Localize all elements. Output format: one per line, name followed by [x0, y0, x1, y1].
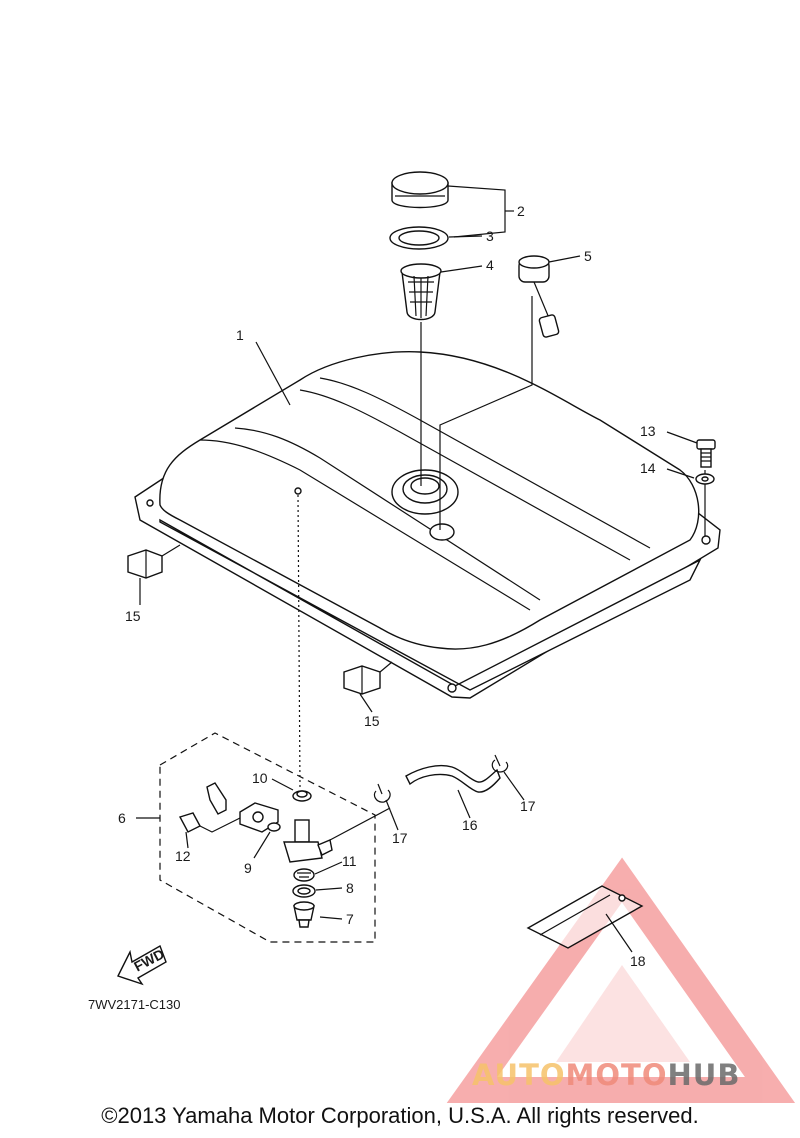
- fuel-cap: [391, 171, 449, 209]
- callout-6: 6: [118, 810, 126, 826]
- damper-pad-left: [127, 544, 181, 579]
- guide-line-drain: [297, 494, 301, 789]
- copyright-notice: ©2013 Yamaha Motor Corporation, U.S.A. A…: [101, 1103, 699, 1128]
- caution-label: [526, 885, 644, 949]
- callout-12: 12: [175, 848, 191, 864]
- watermark-logo: [446, 857, 796, 1103]
- watermark-text: AUTOMOTOHUB: [472, 1058, 740, 1092]
- callout-3: 3: [486, 228, 494, 244]
- callout-13: 13: [640, 423, 656, 439]
- callout-11: 11: [342, 853, 357, 869]
- callout-14: 14: [640, 460, 656, 476]
- fuel-cock: [283, 807, 391, 863]
- callout-4: 4: [486, 257, 494, 273]
- callout-18: 18: [630, 953, 646, 969]
- seal: [292, 790, 312, 802]
- fuel-tank: [134, 351, 721, 699]
- fuel-strainer: [400, 263, 442, 321]
- watermark-moto: MOTO: [565, 1058, 668, 1092]
- callout-15-right: 15: [364, 713, 380, 729]
- cap-gasket: [389, 226, 449, 250]
- hose-clip-right: [491, 754, 509, 773]
- callout-1: 1: [236, 327, 244, 343]
- washer: [695, 473, 715, 485]
- callout-5: 5: [584, 248, 592, 264]
- leader-lines: [136, 185, 698, 953]
- o-ring: [267, 822, 281, 832]
- fuel-gauge: [518, 255, 560, 338]
- guide-line-gauge: [439, 296, 533, 530]
- fuel-cock-assembly-boundary: [159, 732, 376, 943]
- damper-pad-right: [343, 661, 393, 695]
- callout-15-left: 15: [125, 608, 141, 624]
- callout-17-left: 17: [392, 830, 408, 846]
- forward-arrow-icon: FWD: [117, 944, 167, 986]
- callout-2: 2: [517, 203, 525, 219]
- bowl-gasket: [292, 884, 316, 898]
- callout-8: 8: [346, 880, 354, 896]
- fuel-hose: [405, 764, 501, 793]
- bolt: [696, 439, 716, 468]
- diagram-code: 7WV2171-C130: [88, 997, 181, 1012]
- fuel-cup: [293, 901, 315, 928]
- callout-10: 10: [252, 770, 268, 786]
- fuel-filter: [293, 868, 315, 882]
- callout-16: 16: [462, 817, 478, 833]
- hose-clip-left: [373, 783, 391, 803]
- callout-numbers: 1 2 3 4 5 6 7 8 9 10 11 12 13 14 15 15 1…: [118, 203, 656, 969]
- watermark-hub: HUB: [667, 1058, 741, 1092]
- fuel-cock-lever: [178, 782, 241, 833]
- callout-7: 7: [346, 911, 354, 927]
- watermark-auto: AUTO: [472, 1058, 566, 1092]
- callout-17-right: 17: [520, 798, 536, 814]
- callout-9: 9: [244, 860, 252, 876]
